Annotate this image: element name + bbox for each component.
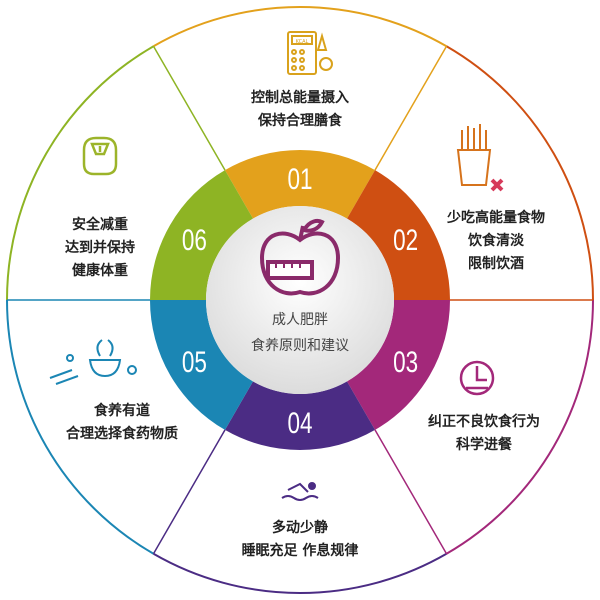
ring-segment-03 [347,300,450,430]
ring-segment-05 [150,300,253,430]
apple-tape-measure-icon [259,219,341,296]
segment-04-label: 多动少静 睡眠充足 作息规律 [242,517,359,563]
ring-segment-04 [225,381,375,450]
divider-line [152,45,226,171]
divider-line [374,429,448,555]
segment-number-05: 05 [182,345,207,379]
label-line: 食养有道 [94,403,150,419]
label-line: 限制饮酒 [468,256,524,272]
label-line: 控制总能量摄入 [251,90,349,106]
outer-arc-06 [6,45,155,301]
outer-arc-03 [445,299,594,555]
calorie-calculator-icon [287,31,333,75]
herbs-mortar-icon [49,339,137,385]
kcal-label: KCAL [296,39,309,45]
label-line: 健康体重 [72,263,128,279]
segment-02-label: 少吃高能量食物 饮食清淡 限制饮酒 [447,207,545,276]
cross-icon [490,178,504,192]
ring-segment-01 [225,150,375,219]
segment-number-02: 02 [393,223,418,257]
segment-number-06: 06 [182,223,207,257]
clock-icon [459,360,495,396]
no-fries-icon [456,124,492,186]
label-line: 安全减重 [72,217,128,233]
ring-segment-02 [347,170,450,300]
label-line: 科学进餐 [456,437,512,453]
swimmer-icon [281,482,319,501]
label-line: 饮食清淡 [468,233,524,249]
outer-arc-05 [6,299,155,555]
scale-icon [82,136,118,176]
outer-arc-01 [153,6,447,48]
label-line: 睡眠充足 作息规律 [241,543,359,559]
segment-number-03: 03 [393,345,418,379]
outer-arc-02 [445,45,594,301]
segment-03-label: 纠正不良饮食行为 科学进餐 [428,411,540,457]
segment-01-label: 控制总能量摄入 保持合理膳食 [251,87,349,133]
label-line: 保持合理膳食 [258,113,342,129]
label-line: 多动少静 [272,520,328,536]
divider-line [152,429,226,555]
center-subtitle: 食养原则和建议 [251,338,349,354]
segment-number-04: 04 [287,406,312,440]
outer-arc-04 [153,552,447,594]
segment-05-label: 食养有道 合理选择食药物质 [66,400,178,446]
center-disc [206,206,394,394]
segment-number-01: 01 [287,162,312,196]
segment-06-label: 安全减重 达到并保持 健康体重 [65,214,135,283]
ring-segment-06 [150,170,253,300]
label-line: 合理选择食药物质 [66,426,178,442]
label-line: 达到并保持 [65,240,135,256]
label-line: 少吃高能量食物 [447,210,545,226]
center-title: 成人肥胖 [272,312,328,328]
label-line: 纠正不良饮食行为 [428,414,540,430]
divider-line [374,45,448,171]
